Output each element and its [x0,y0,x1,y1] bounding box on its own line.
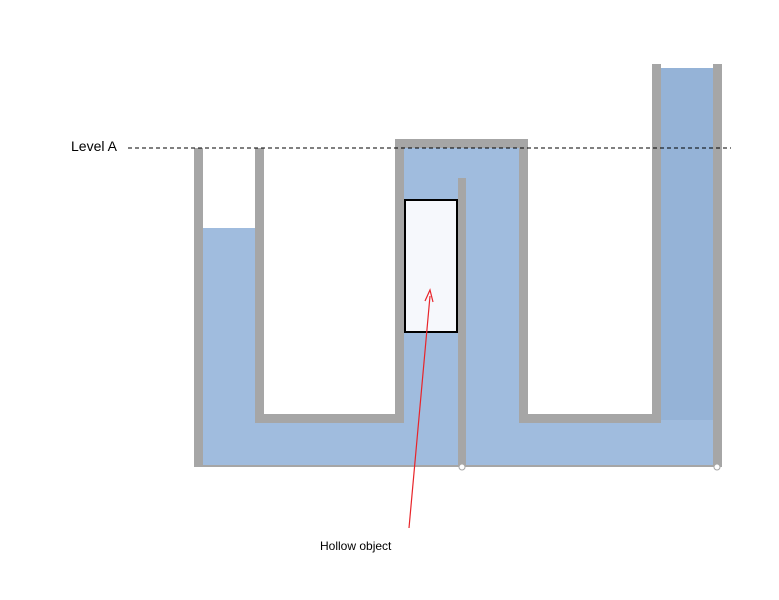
hollow-object [404,199,458,333]
wall-center-divider [458,178,466,466]
base-joint-right [713,463,721,471]
wall-base-line [194,465,722,467]
hollow-object-label: Hollow object [320,539,392,553]
water-left-column [199,228,258,420]
wall-chamber-right [519,139,528,423]
wall-bottom-left [255,414,401,423]
wall-right-inner [652,64,661,423]
level-a-label: Level A [71,138,118,154]
wall-chamber-left [395,139,404,423]
wall-chamber-top [395,139,528,148]
wall-right-outer [713,64,722,466]
object-arrow [408,295,431,529]
base-joint-center [458,463,466,471]
wall-left-outer [194,148,203,466]
container-walls [194,64,722,467]
water-right-column [658,68,717,420]
object-arrowhead [424,288,434,303]
wall-left-inner [255,148,264,418]
wall-bottom-right [519,414,658,423]
